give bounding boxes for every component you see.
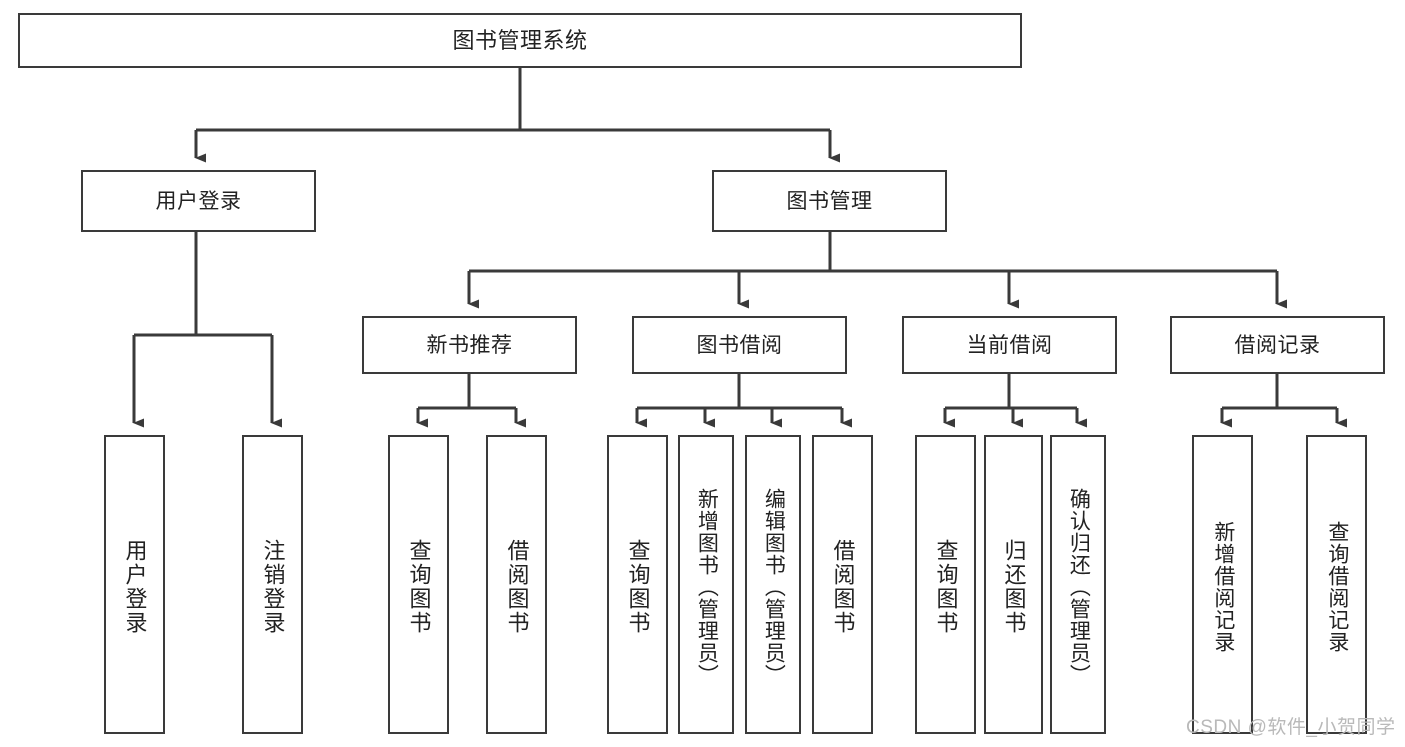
leaf-edit-book-admin[interactable]: 编辑图书（管理员） <box>745 435 801 734</box>
node-label: 借阅图书 <box>830 538 856 635</box>
node-label: 当前借阅 <box>966 333 1053 357</box>
node-borrow-record[interactable]: 借阅记录 <box>1170 316 1385 374</box>
leaf-user-login[interactable]: 用户登录 <box>104 435 165 734</box>
node-label: 用户登录 <box>155 189 242 213</box>
node-book-management[interactable]: 图书管理 <box>712 170 947 232</box>
node-label: 查询借阅记录 <box>1325 520 1349 653</box>
leaf-add-borrow-record[interactable]: 新增借阅记录 <box>1192 435 1253 734</box>
node-label: 确认归还（管理员） <box>1067 487 1091 686</box>
node-current-borrow[interactable]: 当前借阅 <box>902 316 1117 374</box>
node-label: 借阅记录 <box>1234 333 1321 357</box>
node-label: 图书管理系统 <box>452 27 588 53</box>
leaf-query-book-current[interactable]: 查询图书 <box>915 435 976 734</box>
node-label: 查询图书 <box>625 538 651 635</box>
node-label: 新增借阅记录 <box>1211 520 1235 653</box>
leaf-query-book-recommend[interactable]: 查询图书 <box>388 435 449 734</box>
node-label: 新增图书（管理员） <box>695 487 719 686</box>
leaf-borrow-book-borrow[interactable]: 借阅图书 <box>812 435 873 734</box>
leaf-add-book-admin[interactable]: 新增图书（管理员） <box>678 435 734 734</box>
node-label: 借阅图书 <box>504 538 530 635</box>
leaf-borrow-book-recommend[interactable]: 借阅图书 <box>486 435 547 734</box>
node-label: 图书借阅 <box>696 333 783 357</box>
node-label: 查询图书 <box>406 538 432 635</box>
node-new-book-recommend[interactable]: 新书推荐 <box>362 316 577 374</box>
node-book-borrow[interactable]: 图书借阅 <box>632 316 847 374</box>
leaf-query-borrow-record[interactable]: 查询借阅记录 <box>1306 435 1367 734</box>
node-label: 编辑图书（管理员） <box>762 487 786 686</box>
leaf-query-book-borrow[interactable]: 查询图书 <box>607 435 668 734</box>
node-label: 新书推荐 <box>426 333 513 357</box>
node-label: 图书管理 <box>786 189 873 213</box>
leaf-return-book[interactable]: 归还图书 <box>984 435 1043 734</box>
node-label: 归还图书 <box>1001 538 1027 635</box>
node-book-management-system[interactable]: 图书管理系统 <box>18 13 1022 68</box>
node-user-login[interactable]: 用户登录 <box>81 170 316 232</box>
node-label: 注销登录 <box>260 538 286 635</box>
leaf-confirm-return-admin[interactable]: 确认归还（管理员） <box>1050 435 1106 734</box>
leaf-logout-login[interactable]: 注销登录 <box>242 435 303 734</box>
watermark-text: CSDN @软件_小贺同学 <box>1186 717 1396 738</box>
node-label: 用户登录 <box>122 538 148 635</box>
node-label: 查询图书 <box>933 538 959 635</box>
